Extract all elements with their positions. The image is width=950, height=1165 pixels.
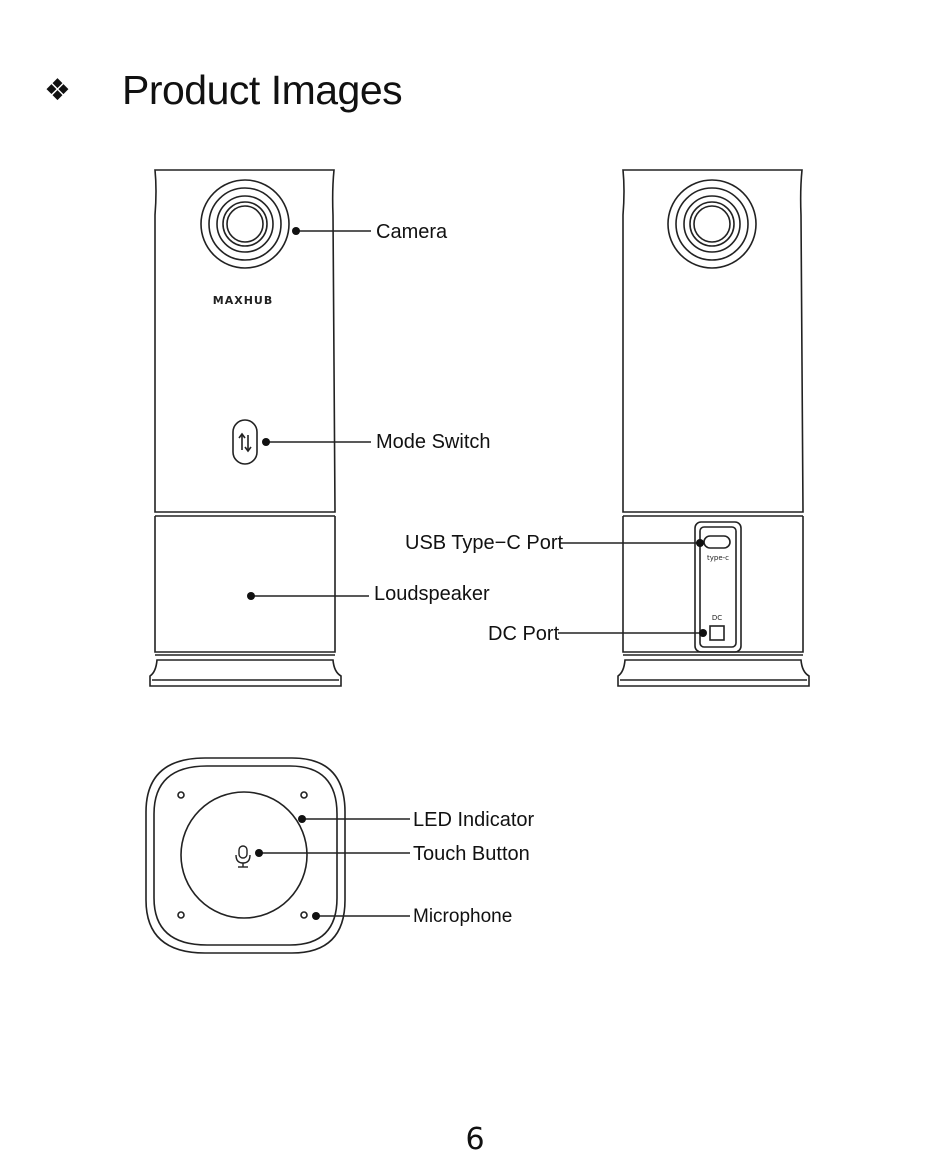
usb-typec-port-icon [703, 535, 731, 549]
top-view-drawing [145, 757, 346, 954]
section-heading: ❖ Product Images [44, 62, 403, 118]
camera-lens-icon [200, 179, 290, 269]
label-dc-port: DC Port [488, 623, 560, 645]
page-title: Product Images [122, 66, 403, 113]
label-microphone: Microphone [413, 906, 513, 927]
back-view-drawing [617, 169, 810, 687]
mode-switch-icon [232, 419, 258, 465]
camera-lens-icon [667, 179, 757, 269]
dc-port-tag: DC [712, 614, 722, 622]
typec-port-tag: type-c [707, 554, 729, 562]
callout-dots [247, 227, 707, 920]
label-camera: Camera [376, 221, 448, 243]
front-view-drawing [149, 169, 342, 687]
label-usb-typec-port: USB Type−C Port [405, 532, 564, 554]
label-loudspeaker: Loudspeaker [374, 583, 490, 605]
callout-lines [251, 230, 703, 917]
label-mode-switch: Mode Switch [376, 431, 491, 453]
dc-port-icon [709, 625, 725, 641]
microphone-icon [235, 845, 251, 868]
label-led-indicator: LED Indicator [413, 809, 535, 831]
page-number: 6 [465, 1122, 485, 1157]
label-touch-button: Touch Button [413, 843, 530, 865]
brand-logo: MAXHUB [213, 294, 273, 307]
port-panel [694, 521, 742, 653]
diamond-bullet-icon: ❖ [44, 72, 71, 108]
